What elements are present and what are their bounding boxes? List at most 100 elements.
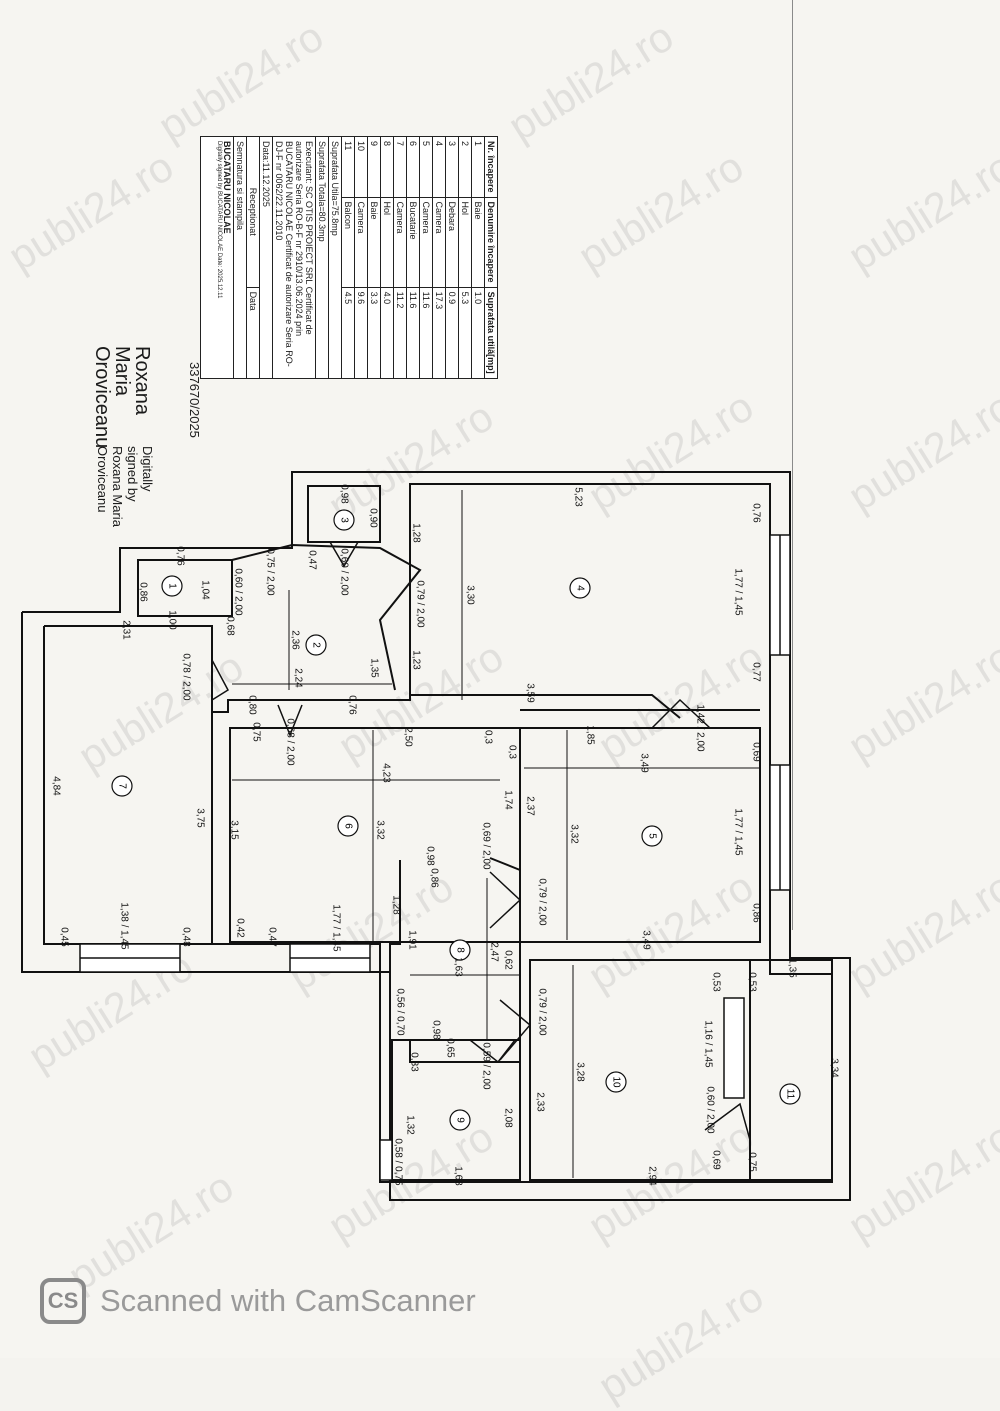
dimension-r4-window: 1,77 / 1,45 [733, 568, 744, 616]
door-room-5 [651, 698, 711, 729]
windows [79, 534, 791, 1181]
dimension-r10-left: 2,33 [535, 1092, 546, 1112]
dimension-r5-window-top: 0,69 [751, 742, 762, 762]
dimension-r1-h: 1,04 [200, 580, 211, 600]
room-5-wall [519, 727, 761, 943]
dimension-r2-h: 2,36 [290, 630, 301, 650]
room-number-8: 8 [455, 947, 466, 953]
dimension-r8-c: 1,28 [391, 895, 402, 915]
dimension-r6-door8: 0,69 / 2,00 [481, 822, 492, 870]
room-3-wall [307, 485, 381, 543]
dimension-r1-bot: 1,00 [167, 610, 178, 630]
dimension-r6-width: 4,23 [381, 763, 392, 783]
dimension-r10-c: 0,69 [711, 1150, 722, 1170]
dimension-r6-bot-b: 0,47 [267, 927, 278, 947]
dimension-r6-bot-a: 0,42 [235, 918, 246, 938]
dimension-r8-e: 0,62 [503, 950, 514, 970]
dimension-r4-side-b: 1,23 [411, 650, 422, 670]
dimension-r4-height: 3,30 [465, 585, 476, 605]
dimension-r9-a: 0,65 [445, 1038, 456, 1058]
dimension-r8-a: 0,98 [425, 846, 436, 866]
room-marker-1 [161, 575, 183, 597]
dimension-r5-width: 3,49 [639, 753, 650, 773]
dimension-r2-bot-a: 0,80 [247, 695, 258, 715]
room-number-3: 3 [339, 517, 350, 523]
dimension-r4-window-bot: 0,77 [751, 662, 762, 682]
inner-outline [43, 483, 833, 1183]
dimension-r10-bottom: 2,94 [647, 1166, 658, 1186]
room-marker-8 [449, 939, 471, 961]
page-edge-line [792, 0, 793, 930]
room-number-9: 9 [455, 1117, 466, 1123]
room-number-4: 4 [575, 585, 586, 591]
dimension-r10-door11: 0,60 / 2,00 [705, 1086, 716, 1134]
dimension-r8-b: 0,86 [429, 868, 440, 888]
door-room-7 [211, 659, 229, 701]
room-marker-5 [641, 825, 663, 847]
dimension-r10-window: 1,16 / 1,45 [703, 1020, 714, 1068]
dimension-r9-left: 1,32 [405, 1115, 416, 1135]
dimension-r5-door8: 0,79 / 2,00 [537, 878, 548, 926]
dimension-r7-bot-b: 0,48 [181, 927, 192, 947]
room-1-wall [137, 559, 233, 617]
room-number-7: 7 [117, 783, 128, 789]
dimension-r4-window-top: 0,76 [751, 503, 762, 523]
door-room-9 [469, 1039, 516, 1064]
dimension-r2-c: 2,31 [121, 620, 132, 640]
room-marker-4 [569, 577, 591, 599]
room-marker-11 [779, 1083, 801, 1105]
dimension-r1-left: 0,86 [138, 582, 149, 602]
camscanner-logo-icon: CS [40, 1278, 86, 1324]
dimension-r10-height: 3,28 [575, 1062, 586, 1082]
dimension-r5-top: 1,85 [585, 725, 596, 745]
dimension-r2-a: 1,35 [369, 658, 380, 678]
walls [21, 471, 851, 1201]
room-number-2: 2 [311, 642, 322, 648]
dimension-r7-height: 4,84 [51, 776, 62, 796]
window-room-10 [723, 997, 745, 1099]
dimension-r6-left: 3,15 [229, 820, 240, 840]
room-marker-9 [449, 1109, 471, 1131]
room-11-wall [749, 959, 833, 1181]
room-4-wall [409, 488, 681, 719]
dimension-r8-d: 1,91 [407, 930, 418, 950]
room-marker-7 [111, 775, 133, 797]
room-number-1: 1 [167, 583, 178, 589]
dimension-r1-w: 0,76 [175, 546, 186, 566]
dimension-r5-window-bot: 0,86 [751, 903, 762, 923]
room-2-wall [231, 543, 422, 691]
dimension-labels: 5,23 3,30 3,59 1,28 1,23 0,76 1,77 / 1,45 0,77 0… [51, 484, 840, 1186]
dimension-r7-bot-a: 0,45 [59, 927, 70, 947]
dimension-r3-h: 0,90 [368, 508, 379, 528]
room-10-wall [529, 959, 751, 1181]
doors [211, 541, 751, 1141]
dimension-r2-door-top: 0,75 / 2,00 [265, 548, 276, 596]
dimension-r10-win-a: 0,53 [711, 972, 722, 992]
room-number-6: 6 [343, 823, 354, 829]
dimension-r5-height: 3,32 [569, 824, 580, 844]
room-8-wall [389, 857, 521, 1063]
room-marker-6 [337, 815, 359, 837]
dimension-r7-door: 0,78 / 2,00 [181, 653, 192, 701]
dimension-r5-window: 1,77 / 1,45 [733, 808, 744, 856]
room-marker-2 [305, 634, 327, 656]
door-room-6 [277, 704, 303, 738]
dimension-r9-door-side: 0,56 / 0,70 [395, 988, 406, 1036]
room-number-10: 10 [611, 1076, 622, 1088]
room-marker-3 [333, 509, 355, 531]
dimension-r11-top: 1,35 [787, 958, 798, 978]
dimension-r4-width: 5,23 [573, 487, 584, 507]
dimension-r4-side-a: 1,28 [411, 523, 422, 543]
dimension-r6-height: 3,32 [375, 820, 386, 840]
door-room-8 [489, 871, 522, 929]
dimension-r5-bottom: 3,49 [641, 930, 652, 950]
dimension-r8-door10: 0,79 / 2,00 [537, 988, 548, 1036]
dimension-r9-door: 0,59 / 2,00 [481, 1042, 492, 1090]
dimension-r7-window: 1,38 / 1,45 [119, 902, 130, 950]
dimension-r8-width: 1,63 [453, 957, 464, 977]
dimension-r5-left: 2,37 [525, 796, 536, 816]
dimension-r6-right: 1,74 [503, 790, 514, 810]
dimension-r4-bottom: 3,59 [525, 683, 536, 703]
